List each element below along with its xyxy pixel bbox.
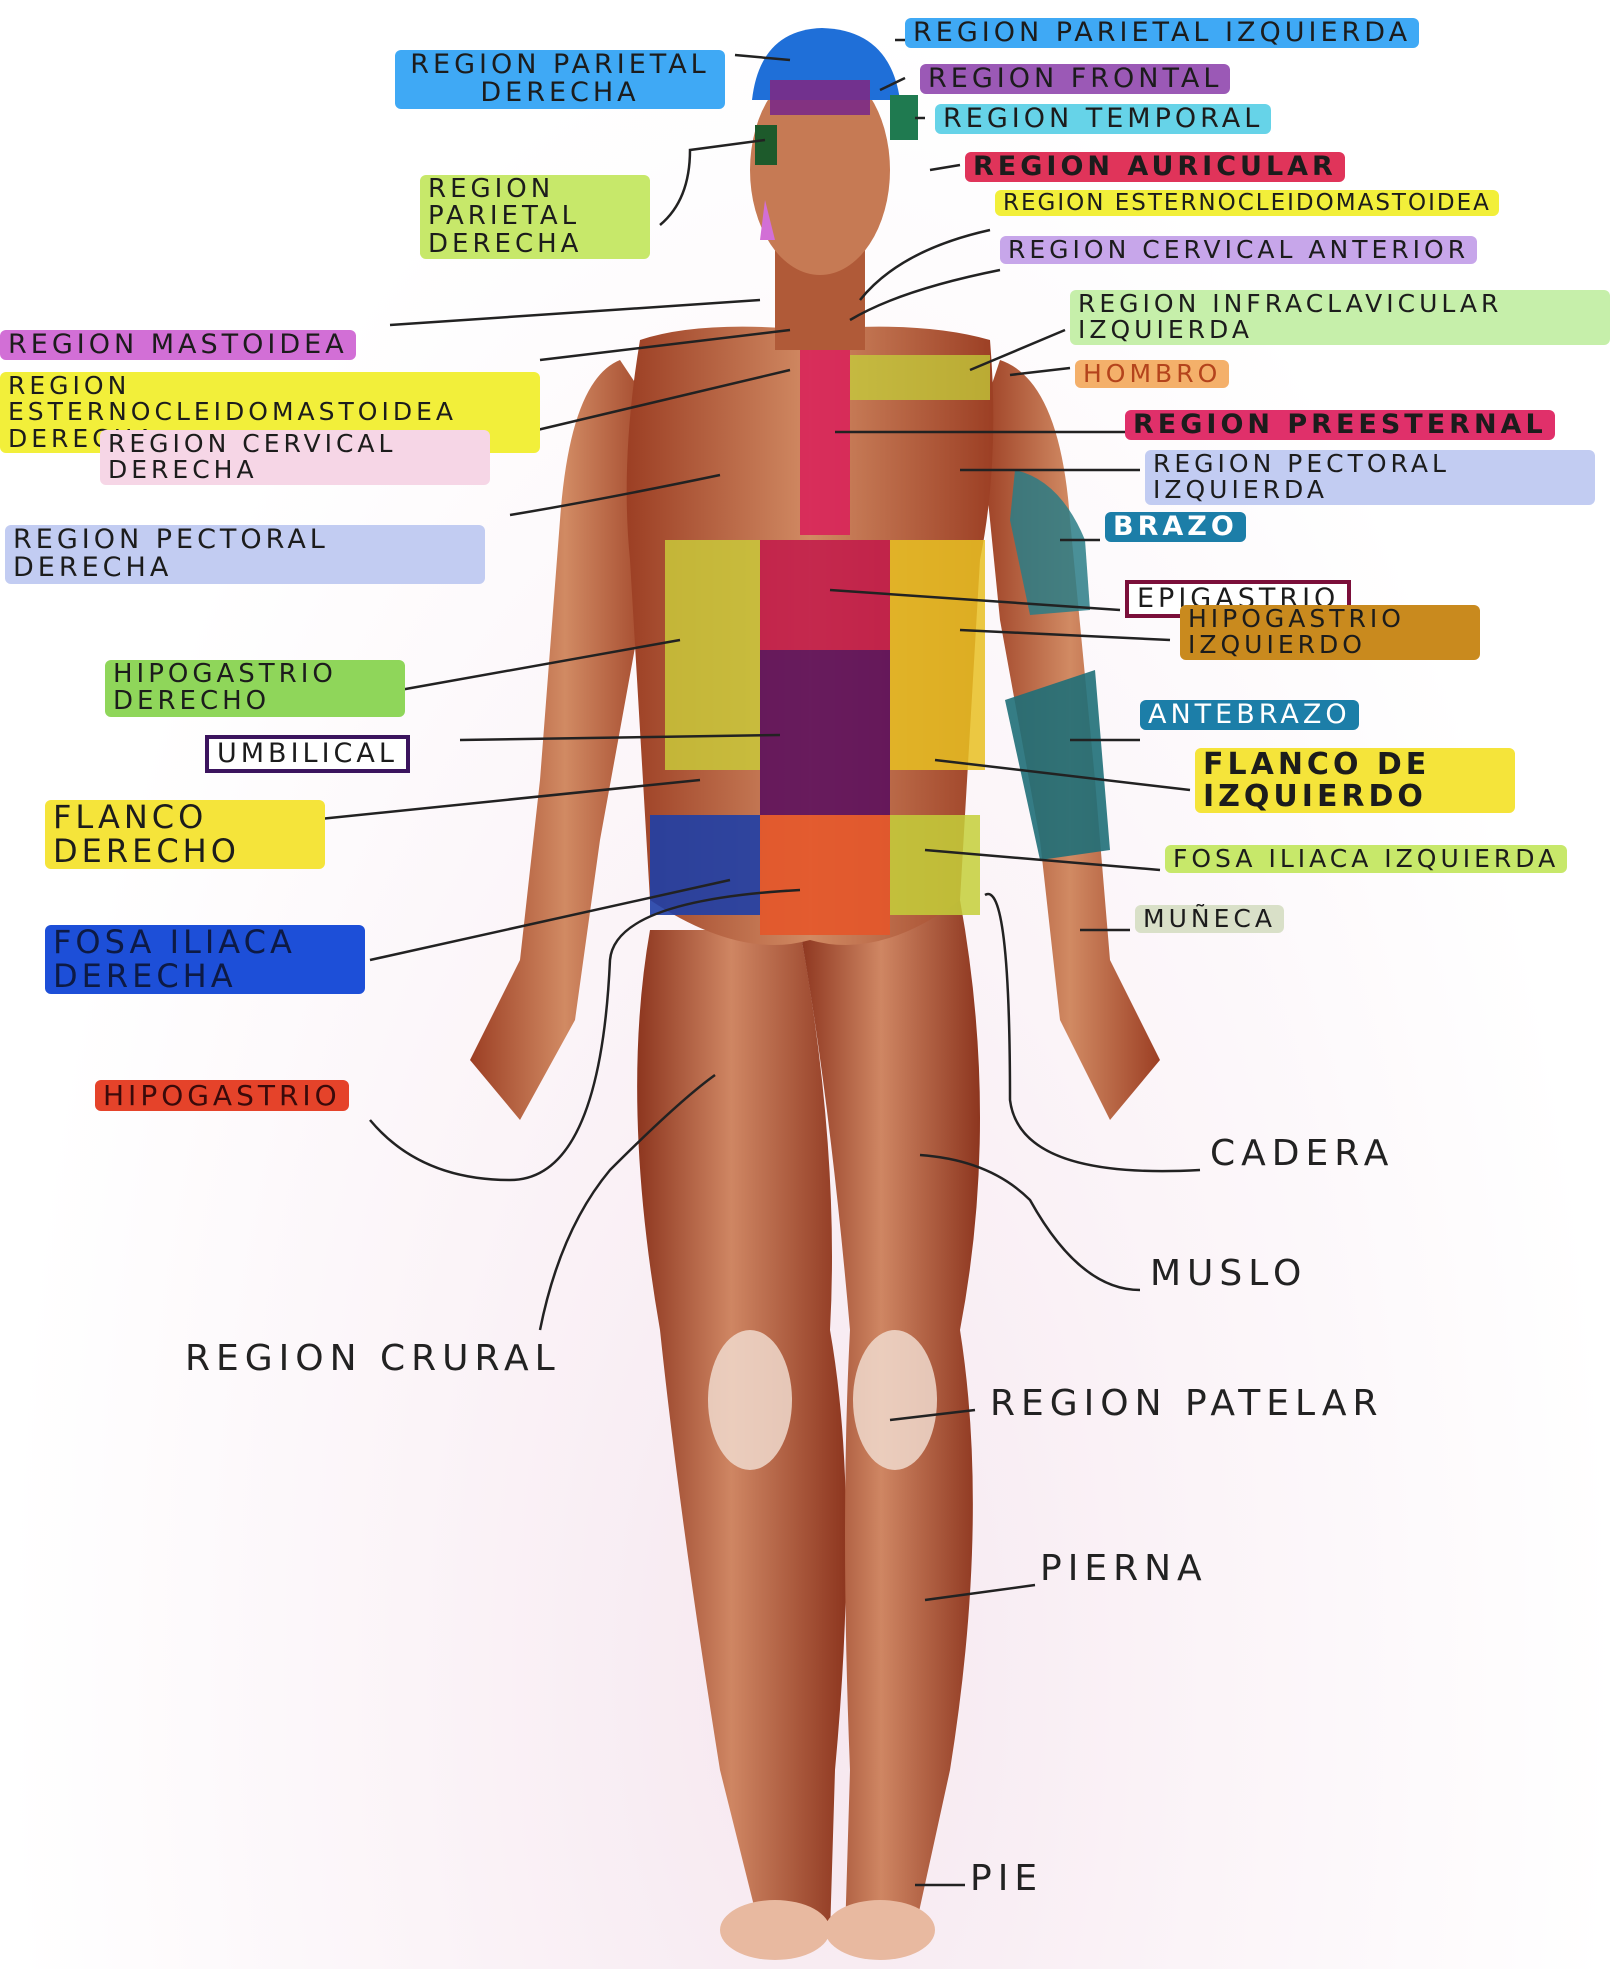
label-mastoidea: REGION MASTOIDEA: [0, 330, 356, 360]
label-parietal-izquierda: REGION PARIETAL IZQUIERDA: [905, 18, 1419, 48]
label-muneca: MUÑECA: [1135, 905, 1284, 933]
label-flanco-izq: FLANCO DE IZQUIERDO: [1195, 748, 1515, 813]
label-cervical-derecha: REGION CERVICAL DERECHA: [100, 430, 490, 485]
label-region-crural: REGION CRURAL: [185, 1340, 561, 1378]
line-parietal-der-mid: [660, 140, 765, 225]
head: [750, 28, 918, 350]
temporal-zone: [890, 95, 918, 140]
label-cadera: CADERA: [1210, 1135, 1394, 1173]
line-mastoidea: [390, 300, 760, 325]
fosa-iliaca-izq-zone: [890, 815, 980, 915]
label-auricular: REGION AURICULAR: [965, 152, 1345, 182]
preesternal-zone: [800, 350, 850, 535]
label-hombro: HOMBRO: [1075, 360, 1229, 388]
label-pie: PIE: [970, 1860, 1043, 1898]
right-foot: [720, 1900, 830, 1960]
label-temporal: REGION TEMPORAL: [935, 104, 1271, 134]
label-fosa-iliaca-izq: FOSA ILIACA IZQUIERDA: [1165, 845, 1615, 873]
umbilical-zone: [760, 650, 890, 815]
frontal-zone: [770, 80, 870, 115]
label-frontal: REGION FRONTAL: [920, 64, 1230, 94]
label-preesternal: REGION PREESTERNAL: [1125, 410, 1555, 440]
line-auricular: [930, 165, 960, 170]
label-parietal-derecha-mid: REGION PARIETAL DERECHA: [420, 175, 650, 259]
label-brazo: BRAZO: [1105, 512, 1246, 542]
legs: [637, 900, 980, 1960]
label-parietal-derecha-top: REGION PARIETAL DERECHA: [395, 50, 725, 109]
label-hipogastrio: HIPOGASTRIO: [95, 1080, 349, 1111]
right-knee: [708, 1330, 792, 1470]
line-cervical-anterior: [850, 270, 1000, 320]
label-umbilical: UMBILICAL: [205, 735, 410, 773]
auricular-zone: [755, 125, 777, 165]
infraclavicular-zone: [850, 355, 990, 400]
hipogastrio-zone: [760, 815, 890, 935]
label-fosa-iliaca-der: FOSA ILIACA DERECHA: [45, 925, 365, 994]
label-hipogastrio-der: HIPOGASTRIO DERECHO: [105, 660, 405, 717]
epigastrio-zone: [760, 540, 890, 650]
label-pectoral-der: REGION PECTORAL DERECHA: [5, 525, 485, 584]
label-cervical-anterior: REGION CERVICAL ANTERIOR: [1000, 236, 1477, 264]
label-pectoral-izq: REGION PECTORAL IZQUIERDA: [1145, 450, 1595, 505]
label-muslo: MUSLO: [1150, 1255, 1307, 1293]
left-knee: [853, 1330, 937, 1470]
label-antebrazo: ANTEBRAZO: [1140, 700, 1359, 730]
label-pierna: PIERNA: [1040, 1550, 1208, 1588]
label-region-patelar: REGION PATELAR: [990, 1385, 1383, 1423]
label-flanco-der: FLANCO DERECHO: [45, 800, 325, 869]
label-infraclavicular-izq: REGION INFRACLAVICULAR IZQUIERDA: [1070, 290, 1610, 345]
hipogastrio-izq-zone: [890, 540, 985, 770]
left-foot: [825, 1900, 935, 1960]
line-flanco-der: [310, 780, 700, 820]
label-esternocleidomastoidea-izq: REGION ESTERNOCLEIDOMASTOIDEA: [995, 190, 1499, 216]
label-hipogastrio-izq: HIPOGASTRIO IZQUIERDO: [1180, 605, 1480, 660]
left-forearm-zone: [1005, 670, 1110, 860]
